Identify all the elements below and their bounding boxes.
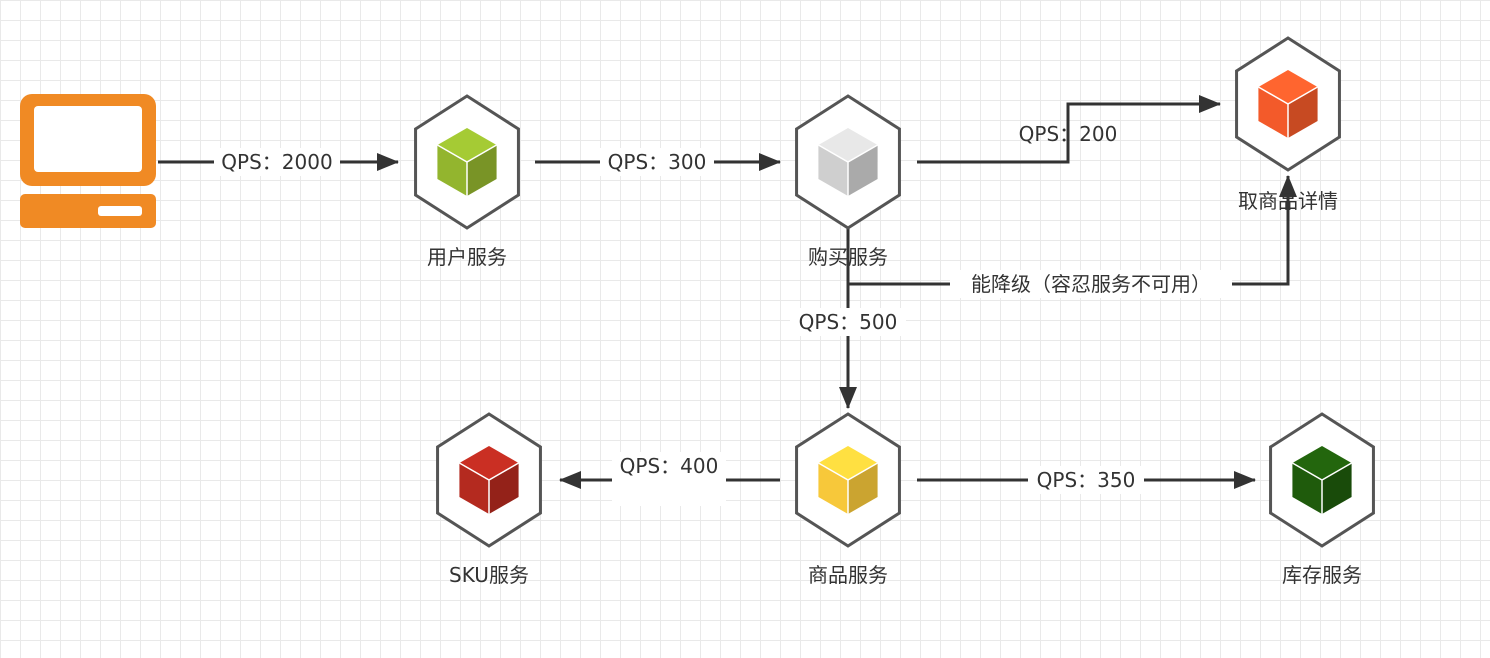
service-node-detail: 取商品详情 bbox=[1235, 36, 1341, 213]
edge-goods-to-sku: QPS：400 bbox=[559, 452, 780, 506]
cube-icon bbox=[795, 412, 901, 548]
service-label-goods: 商品服务 bbox=[808, 563, 888, 587]
cube-edges bbox=[818, 144, 878, 196]
cube-icon bbox=[414, 94, 520, 230]
computer-icon bbox=[20, 94, 156, 228]
cube-face-left bbox=[459, 463, 489, 514]
cube-icon bbox=[795, 94, 901, 230]
cube-icon bbox=[1235, 36, 1341, 172]
cube-edges bbox=[818, 462, 878, 514]
service-node-goods: 商品服务 bbox=[795, 412, 901, 587]
edge-label-buy-detail: QPS：200 bbox=[1019, 122, 1118, 146]
edge-label-client-user: QPS：2000 bbox=[221, 150, 332, 174]
computer-drive-slot bbox=[98, 206, 142, 216]
service-node-stock: 库存服务 bbox=[1269, 412, 1375, 587]
service-node-user: 用户服务 bbox=[414, 94, 520, 269]
cube-face-left bbox=[437, 145, 467, 196]
cube-face-right bbox=[467, 145, 497, 196]
service-label-user: 用户服务 bbox=[427, 245, 507, 269]
edge-buy-to-goods: QPS：500 bbox=[790, 284, 906, 409]
cube-edges bbox=[1258, 86, 1318, 138]
cube-edges bbox=[459, 462, 519, 514]
edge-label-degrade: 能降级（容忍服务不可用） bbox=[971, 272, 1211, 296]
service-node-buy: 购买服务 bbox=[795, 94, 901, 269]
computer-base bbox=[20, 194, 156, 228]
cube-face-top bbox=[1292, 446, 1352, 480]
service-label-detail: 取商品详情 bbox=[1238, 189, 1338, 213]
cube-edges bbox=[437, 144, 497, 196]
edge-client-to-user: QPS：2000 bbox=[158, 148, 399, 176]
edge-label-goods-stock: QPS：350 bbox=[1037, 468, 1136, 492]
cube-icon bbox=[436, 412, 542, 548]
edge-buy-to-detail: QPS：200 bbox=[917, 95, 1221, 164]
cube-face-top bbox=[818, 128, 878, 162]
cube-face-top bbox=[1258, 70, 1318, 104]
service-label-sku: SKU服务 bbox=[449, 563, 529, 587]
edge-degrade-fallback: 能降级（容忍服务不可用） bbox=[846, 175, 1297, 298]
service-label-stock: 库存服务 bbox=[1282, 563, 1362, 587]
edge-goods-to-stock: QPS：350 bbox=[917, 466, 1256, 494]
edge-label-user-buy: QPS：300 bbox=[608, 150, 707, 174]
edge-label-buy-goods: QPS：500 bbox=[799, 310, 898, 334]
cube-face-top bbox=[818, 446, 878, 480]
cube-icon bbox=[1269, 412, 1375, 548]
edge-user-to-buy: QPS：300 bbox=[535, 148, 781, 176]
service-node-sku: SKU服务 bbox=[436, 412, 542, 587]
computer-screen bbox=[34, 106, 142, 172]
edge-label-goods-sku: QPS：400 bbox=[620, 454, 719, 478]
service-label-buy: 购买服务 bbox=[808, 245, 888, 269]
cube-edges bbox=[1292, 462, 1352, 514]
